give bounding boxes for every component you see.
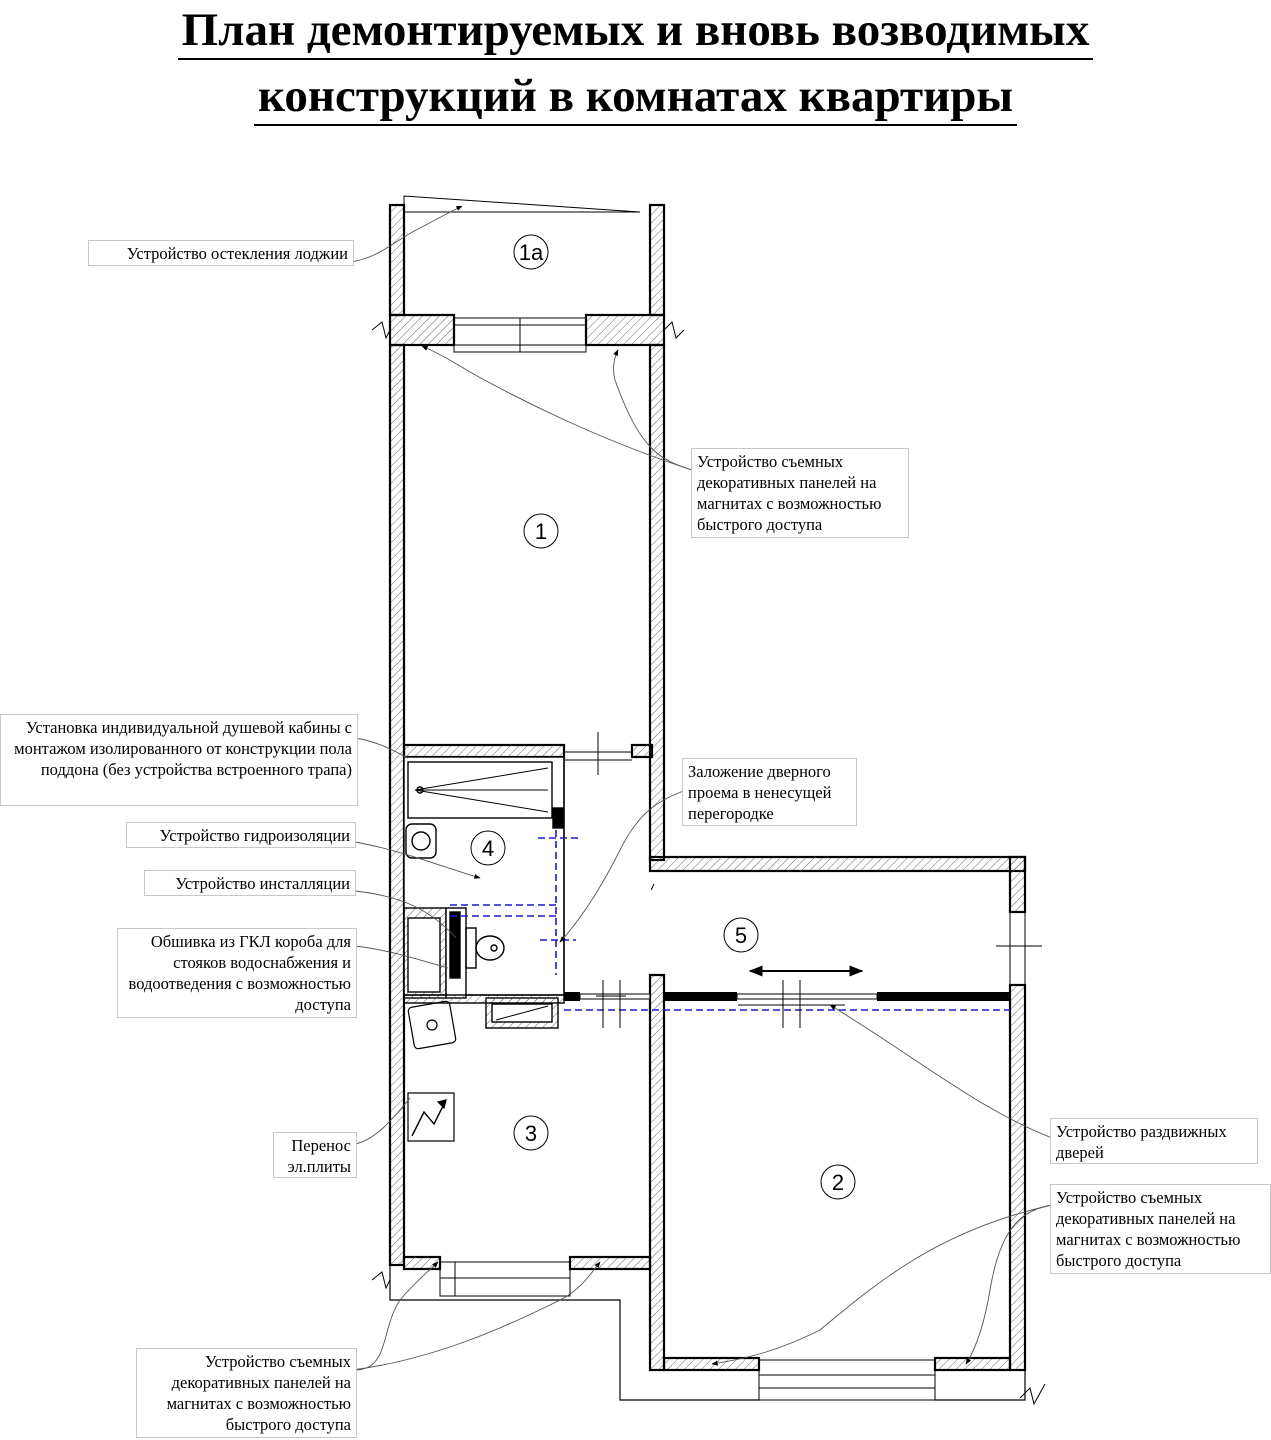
wall-room1-bottom-b [630,743,654,759]
room-1-number: 1 [535,519,547,544]
note-door-closing: Заложение дверного проема в ненесущей пе… [682,758,857,826]
window-room2 [758,1359,936,1401]
electric-stove [407,1092,455,1142]
wall-left [388,343,406,1267]
note-stove-move: Перенос эл.плиты [273,1132,357,1178]
wall-room2-right [1008,983,1027,1372]
wall-room2-bottom-a [662,1356,761,1372]
pier-top-left [388,313,456,347]
walls [388,203,1027,1372]
window-loggia [453,317,587,353]
pier-top-right [584,313,666,347]
room-5-number: 5 [735,923,747,948]
bath-sink [405,823,437,859]
note-panels-right: Устройство съемных декоративных панелей … [1050,1184,1271,1274]
wall-room1-bottom-a [402,743,566,759]
note-gkl-box: Обшивка из ГКЛ короба для стояков водосн… [117,928,357,1018]
leader-lines [349,205,1053,1371]
room-2-number: 2 [832,1170,844,1195]
room-labels [470,234,856,1200]
sliding-door-wall [564,980,1010,1028]
note-panels-top: Устройство съемных декоративных панелей … [691,448,909,538]
wall-loggia-left [388,203,406,317]
title-line-1: План демонтируемых и вновь возводимых [0,2,1271,60]
wall-room2-bottom-b [933,1356,1012,1372]
wall-corridor-top [648,855,1027,873]
wall-room2-left [648,973,666,1372]
note-panels-bottom: Устройство съемных декоративных панелей … [136,1348,357,1438]
kitchen [407,1000,457,1142]
note-shower-cabin: Установка индивидуальной душевой кабины … [0,714,358,806]
room-1a-number: 1а [519,240,544,265]
wall-room3-bottom-a [402,1255,442,1271]
room-3-number: 3 [525,1121,537,1146]
wall-room3-bottom-b [568,1255,652,1271]
wall-loggia-right [648,203,666,317]
new-partitions [450,830,1010,1011]
bathroom [403,756,565,1029]
note-sliding-doors: Устройство раздвижных дверей [1050,1118,1258,1164]
note-loggia-glazing: Устройство остекления лоджии [88,240,354,266]
loggia-glazing-line [403,195,641,213]
title-line-2: конструкций в комнатах квартиры [0,68,1271,126]
window-room3 [439,1261,571,1297]
kitchen-sink [407,1000,457,1050]
wall-room1-right [648,343,666,862]
note-installation: Устройство инсталляции [144,870,356,896]
wall-corridor-right [1008,855,1027,914]
note-waterproofing: Устройство гидроизоляции [126,822,356,848]
room-4-number: 4 [482,836,494,861]
